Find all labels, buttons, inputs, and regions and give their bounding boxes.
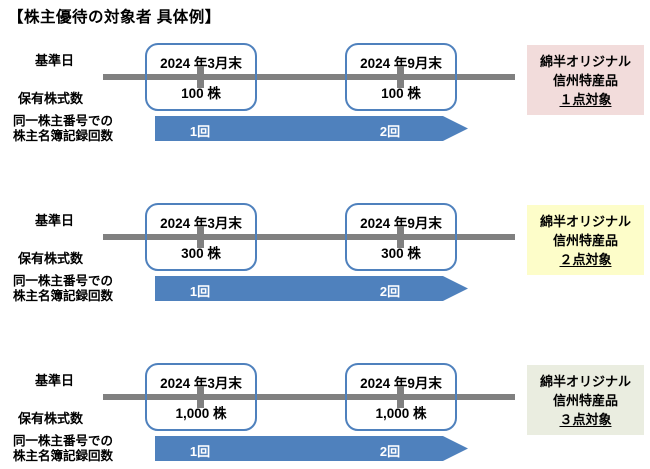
record-count-2: 2回 bbox=[379, 443, 401, 459]
milestone-date: 2024 年9月末 bbox=[360, 376, 442, 391]
timeline-line bbox=[103, 74, 515, 80]
benefit-product: 信州特産品 bbox=[552, 232, 618, 248]
milestone-box-march: 2024 年3月末 100 株 bbox=[145, 43, 257, 111]
record-count-arrow: 1回 2回 bbox=[155, 436, 468, 461]
timeline-line bbox=[103, 394, 515, 400]
milestone-box-march: 2024 年3月末 1,000 株 bbox=[145, 363, 257, 431]
record-count-1: 1回 bbox=[189, 443, 211, 459]
benefit-result-box: 綿半オリジナル 信州特産品 １点対象 bbox=[527, 45, 644, 115]
record-count-label-line2: 株主名簿記録回数 bbox=[13, 289, 114, 303]
benefit-brand: 綿半オリジナル bbox=[539, 53, 631, 69]
record-count-label-line1: 同一株主番号での bbox=[13, 114, 114, 128]
milestone-date: 2024 年9月末 bbox=[360, 56, 442, 71]
milestone-box-september: 2024 年9月末 100 株 bbox=[345, 43, 457, 111]
shares-held-label: 保有株式数 bbox=[18, 251, 84, 266]
shares-held-label: 保有株式数 bbox=[18, 91, 84, 106]
timeline-tick bbox=[397, 226, 404, 248]
timeline-tick bbox=[197, 386, 204, 408]
base-date-label: 基準日 bbox=[35, 373, 75, 388]
record-count-arrow: 1回 2回 bbox=[155, 276, 468, 301]
record-count-label-line2: 株主名簿記録回数 bbox=[13, 449, 114, 463]
benefit-brand: 綿半オリジナル bbox=[539, 373, 631, 389]
benefit-quantity: １点対象 bbox=[559, 91, 612, 107]
record-count-label: 同一株主番号での 株主名簿記録回数 bbox=[13, 114, 113, 144]
milestone-shares: 1,000 株 bbox=[175, 406, 227, 421]
milestone-shares: 300 株 bbox=[181, 246, 221, 261]
milestone-shares: 100 株 bbox=[181, 86, 221, 101]
shares-held-label: 保有株式数 bbox=[18, 411, 84, 426]
milestone-shares: 100 株 bbox=[381, 86, 421, 101]
milestone-shares: 1,000 株 bbox=[375, 406, 427, 421]
timeline-tick bbox=[197, 66, 204, 88]
page-title: 【株主優待の対象者 具体例】 bbox=[8, 9, 221, 26]
example-section-300-shares: 基準日 2024 年3月末 300 株 2024 年9月末 300 株 保有株式… bbox=[0, 200, 650, 350]
record-count-1: 1回 bbox=[189, 123, 211, 139]
base-date-label: 基準日 bbox=[35, 213, 75, 228]
record-count-label-line1: 同一株主番号での bbox=[13, 434, 114, 448]
benefit-product: 信州特産品 bbox=[552, 392, 618, 408]
record-count-label-line1: 同一株主番号での bbox=[13, 274, 114, 288]
timeline-line bbox=[103, 234, 515, 240]
timeline-tick bbox=[197, 226, 204, 248]
milestone-box-september: 2024 年9月末 1,000 株 bbox=[345, 363, 457, 431]
benefit-result-box: 綿半オリジナル 信州特産品 ２点対象 bbox=[527, 205, 644, 275]
milestone-shares: 300 株 bbox=[381, 246, 421, 261]
record-count-arrow: 1回 2回 bbox=[155, 116, 468, 141]
milestone-date: 2024 年9月末 bbox=[360, 216, 442, 231]
example-section-1000-shares: 基準日 2024 年3月末 1,000 株 2024 年9月末 1,000 株 … bbox=[0, 360, 650, 469]
record-count-label-line2: 株主名簿記録回数 bbox=[13, 129, 114, 143]
record-count-1: 1回 bbox=[189, 283, 211, 299]
milestone-box-march: 2024 年3月末 300 株 bbox=[145, 203, 257, 271]
record-count-2: 2回 bbox=[379, 283, 401, 299]
timeline-tick bbox=[397, 386, 404, 408]
benefit-product: 信州特産品 bbox=[552, 72, 618, 88]
record-count-2: 2回 bbox=[379, 123, 401, 139]
milestone-date: 2024 年3月末 bbox=[160, 216, 242, 231]
record-count-label: 同一株主番号での 株主名簿記録回数 bbox=[13, 274, 113, 304]
benefit-quantity: ２点対象 bbox=[559, 251, 612, 267]
benefit-brand: 綿半オリジナル bbox=[539, 213, 631, 229]
benefit-result-box: 綿半オリジナル 信州特産品 ３点対象 bbox=[527, 365, 644, 435]
timeline-tick bbox=[397, 66, 404, 88]
benefit-quantity: ３点対象 bbox=[559, 411, 612, 427]
milestone-box-september: 2024 年9月末 300 株 bbox=[345, 203, 457, 271]
example-section-100-shares: 基準日 2024 年3月末 100 株 2024 年9月末 100 株 保有株式… bbox=[0, 40, 650, 190]
record-count-label: 同一株主番号での 株主名簿記録回数 bbox=[13, 434, 113, 464]
milestone-date: 2024 年3月末 bbox=[160, 376, 242, 391]
base-date-label: 基準日 bbox=[35, 53, 75, 68]
milestone-date: 2024 年3月末 bbox=[160, 56, 242, 71]
